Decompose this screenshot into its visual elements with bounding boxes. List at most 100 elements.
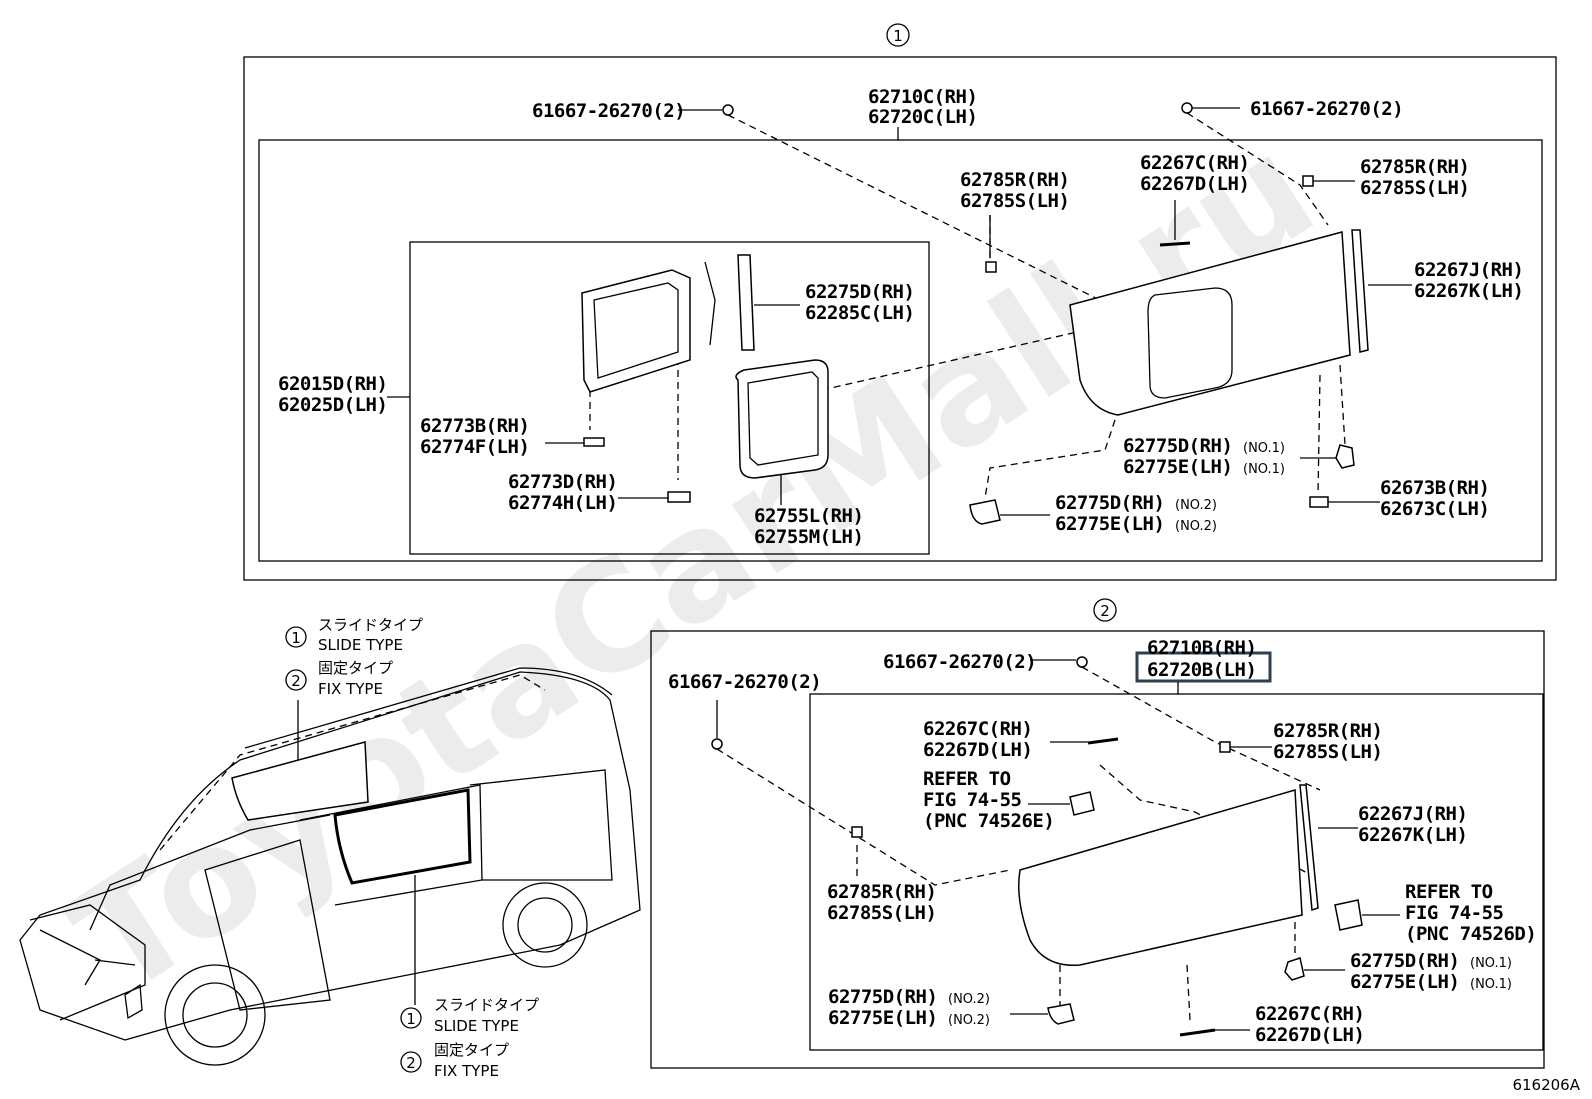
- label-fix-refer2-b: FIG 74-55: [1405, 902, 1504, 924]
- label-fix-cover1-rh: 62775D(RH): [1350, 950, 1459, 972]
- legend-top-slide-en: SLIDE TYPE: [318, 636, 403, 654]
- label-slide-glass-lh: 62720C(LH): [868, 106, 977, 128]
- label-fix-cover2-note-b: (NO.2): [948, 1013, 990, 1028]
- label-fix-clip-top: 61667-26270(2): [883, 651, 1036, 673]
- label-fix-cover1-note-b: (NO.1): [1470, 977, 1512, 992]
- slide-clip-a: [985, 261, 997, 273]
- fix-refer-piece-2: [1334, 899, 1363, 931]
- slide-retainer: [1309, 496, 1329, 508]
- slide-cover-no2: [969, 499, 1001, 525]
- label-fix-glass-lh: 62720B(LH): [1147, 659, 1256, 681]
- label-slide-cover2-lh: 62775E(LH): [1055, 513, 1164, 535]
- label-slide-stopper-a-rh: 62773B(RH): [420, 415, 529, 437]
- slide-latch: [737, 254, 755, 351]
- fix-clip-a: [1219, 741, 1231, 753]
- label-slide-stopper-b-rh: 62773D(RH): [508, 471, 617, 493]
- label-fix-mold-top-lh: 62267D(LH): [923, 739, 1032, 761]
- label-slide-stopper-a-lh: 62774F(LH): [420, 436, 529, 458]
- label-fix-clip-b-rh: 62785R(RH): [827, 881, 936, 903]
- label-slide-clip-a-rh: 62785R(RH): [960, 169, 1069, 191]
- fix-clip-b: [851, 826, 863, 838]
- legend-top: 1 スライドタイプ SLIDE TYPE 2 固定タイプ FIX TYPE: [285, 616, 423, 698]
- legend-bottom: 1 スライドタイプ SLIDE TYPE 2 固定タイプ FIX TYPE: [400, 996, 539, 1080]
- slide-side-molding: [1351, 229, 1369, 353]
- slide-window-frame: [581, 269, 691, 393]
- label-fix-mold-bot-rh: 62267C(RH): [1255, 1003, 1364, 1025]
- label-slide-clip-a-lh: 62785S(LH): [960, 190, 1069, 212]
- legend-top-fix-jp: 固定タイプ: [318, 659, 393, 677]
- label-slide-cover2-note-b: (NO.2): [1175, 519, 1217, 534]
- section-slide-type: 1: [243, 23, 1557, 581]
- slide-cover-no1: [1335, 444, 1355, 469]
- legend-bottom-fix-en: FIX TYPE: [434, 1062, 499, 1080]
- svg-text:1: 1: [406, 1010, 416, 1028]
- label-slide-clip-b-lh: 62785S(LH): [1360, 177, 1469, 199]
- clip-top-left: [722, 104, 734, 116]
- fix-molding-top: [1087, 737, 1119, 745]
- label-slide-clip-b-rh: 62785R(RH): [1360, 156, 1469, 178]
- label-slide-cover1-rh: 62775D(RH): [1123, 435, 1232, 457]
- label-slide-side-mold-rh: 62267J(RH): [1414, 259, 1523, 281]
- label-slide-assy-lh: 62025D(LH): [278, 394, 387, 416]
- label-slide-cover1-note-a: (NO.1): [1243, 441, 1285, 456]
- label-slide-cover1-lh: 62775E(LH): [1123, 456, 1232, 478]
- svg-text:2: 2: [291, 672, 301, 690]
- label-slide-assy-rh: 62015D(RH): [278, 373, 387, 395]
- van-front-glass: [333, 788, 472, 885]
- section-fix-marker: 2: [1100, 602, 1110, 620]
- clip-top-right: [1181, 102, 1193, 114]
- label-fix-side-mold-rh: 62267J(RH): [1358, 803, 1467, 825]
- label-slide-clip-right: 61667-26270(2): [1250, 98, 1403, 120]
- label-slide-cover1-note-b: (NO.1): [1243, 462, 1285, 477]
- label-fix-cover2-note-a: (NO.2): [948, 992, 990, 1007]
- section-fix-type: 2: [650, 598, 1545, 1069]
- label-fix-cover1-note-a: (NO.1): [1470, 956, 1512, 971]
- slide-stopper-b: [667, 491, 691, 503]
- slide-stopper-a: [583, 437, 605, 447]
- label-fix-clip-left: 61667-26270(2): [668, 671, 821, 693]
- legend-bottom-fix-jp: 固定タイプ: [434, 1041, 509, 1059]
- legend-bottom-slide-jp: スライドタイプ: [434, 996, 539, 1014]
- fix-outer-frame: [650, 630, 1545, 1069]
- label-slide-latch-lh: 62285C(LH): [805, 302, 914, 324]
- label-fix-cover1-lh: 62775E(LH): [1350, 971, 1459, 993]
- label-fix-refer1-a: REFER TO: [923, 768, 1011, 790]
- fix-cover-no1: [1284, 957, 1305, 981]
- label-slide-mold-rh: 62267C(RH): [1140, 152, 1249, 174]
- fix-refer-piece-1: [1069, 791, 1095, 816]
- label-slide-glass-rh: 62710C(RH): [868, 86, 977, 108]
- fix-side-molding: [1299, 784, 1319, 912]
- legend-top-fix-en: FIX TYPE: [318, 680, 383, 698]
- slide-molding-top: [1159, 241, 1191, 247]
- label-fix-clip-b-lh: 62785S(LH): [827, 902, 936, 924]
- label-fix-mold-bot-lh: 62267D(LH): [1255, 1024, 1364, 1046]
- van-rear-glass: [231, 741, 369, 821]
- fix-clip-top: [1076, 656, 1088, 668]
- label-fix-clip-a-lh: 62785S(LH): [1273, 741, 1382, 763]
- slide-seal: [735, 359, 829, 479]
- label-slide-mold-lh: 62267D(LH): [1140, 173, 1249, 195]
- label-slide-cover2-note-a: (NO.2): [1175, 498, 1217, 513]
- label-slide-seal-lh: 62755M(LH): [754, 526, 863, 548]
- fix-glass-panel: [1018, 789, 1303, 967]
- label-slide-retainer-rh: 62673B(RH): [1380, 477, 1489, 499]
- label-fix-refer2-c: (PNC 74526D): [1405, 923, 1536, 945]
- label-slide-latch-rh: 62275D(RH): [805, 281, 914, 303]
- slide-window-opening: [1147, 287, 1233, 399]
- label-fix-side-mold-lh: 62267K(LH): [1358, 824, 1467, 846]
- label-fix-refer1-b: FIG 74-55: [923, 789, 1022, 811]
- label-fix-glass-rh: 62710B(RH): [1147, 637, 1256, 659]
- fix-molding-bottom: [1179, 1028, 1216, 1037]
- label-slide-seal-rh: 62755L(RH): [754, 505, 863, 527]
- label-fix-cover2-lh: 62775E(LH): [828, 1007, 937, 1029]
- legend-bottom-slide-en: SLIDE TYPE: [434, 1017, 519, 1035]
- label-fix-refer1-c: (PNC 74526E): [923, 810, 1054, 832]
- label-fix-refer2-a: REFER TO: [1405, 881, 1493, 903]
- svg-text:1: 1: [291, 629, 301, 647]
- highlight-62720B: [1135, 651, 1272, 683]
- label-fix-mold-top-rh: 62267C(RH): [923, 718, 1032, 740]
- slide-outer-frame: [243, 56, 1557, 581]
- slide-glass-panel: [1069, 231, 1351, 416]
- label-slide-side-mold-lh: 62267K(LH): [1414, 280, 1523, 302]
- slide-clip-b: [1302, 175, 1314, 187]
